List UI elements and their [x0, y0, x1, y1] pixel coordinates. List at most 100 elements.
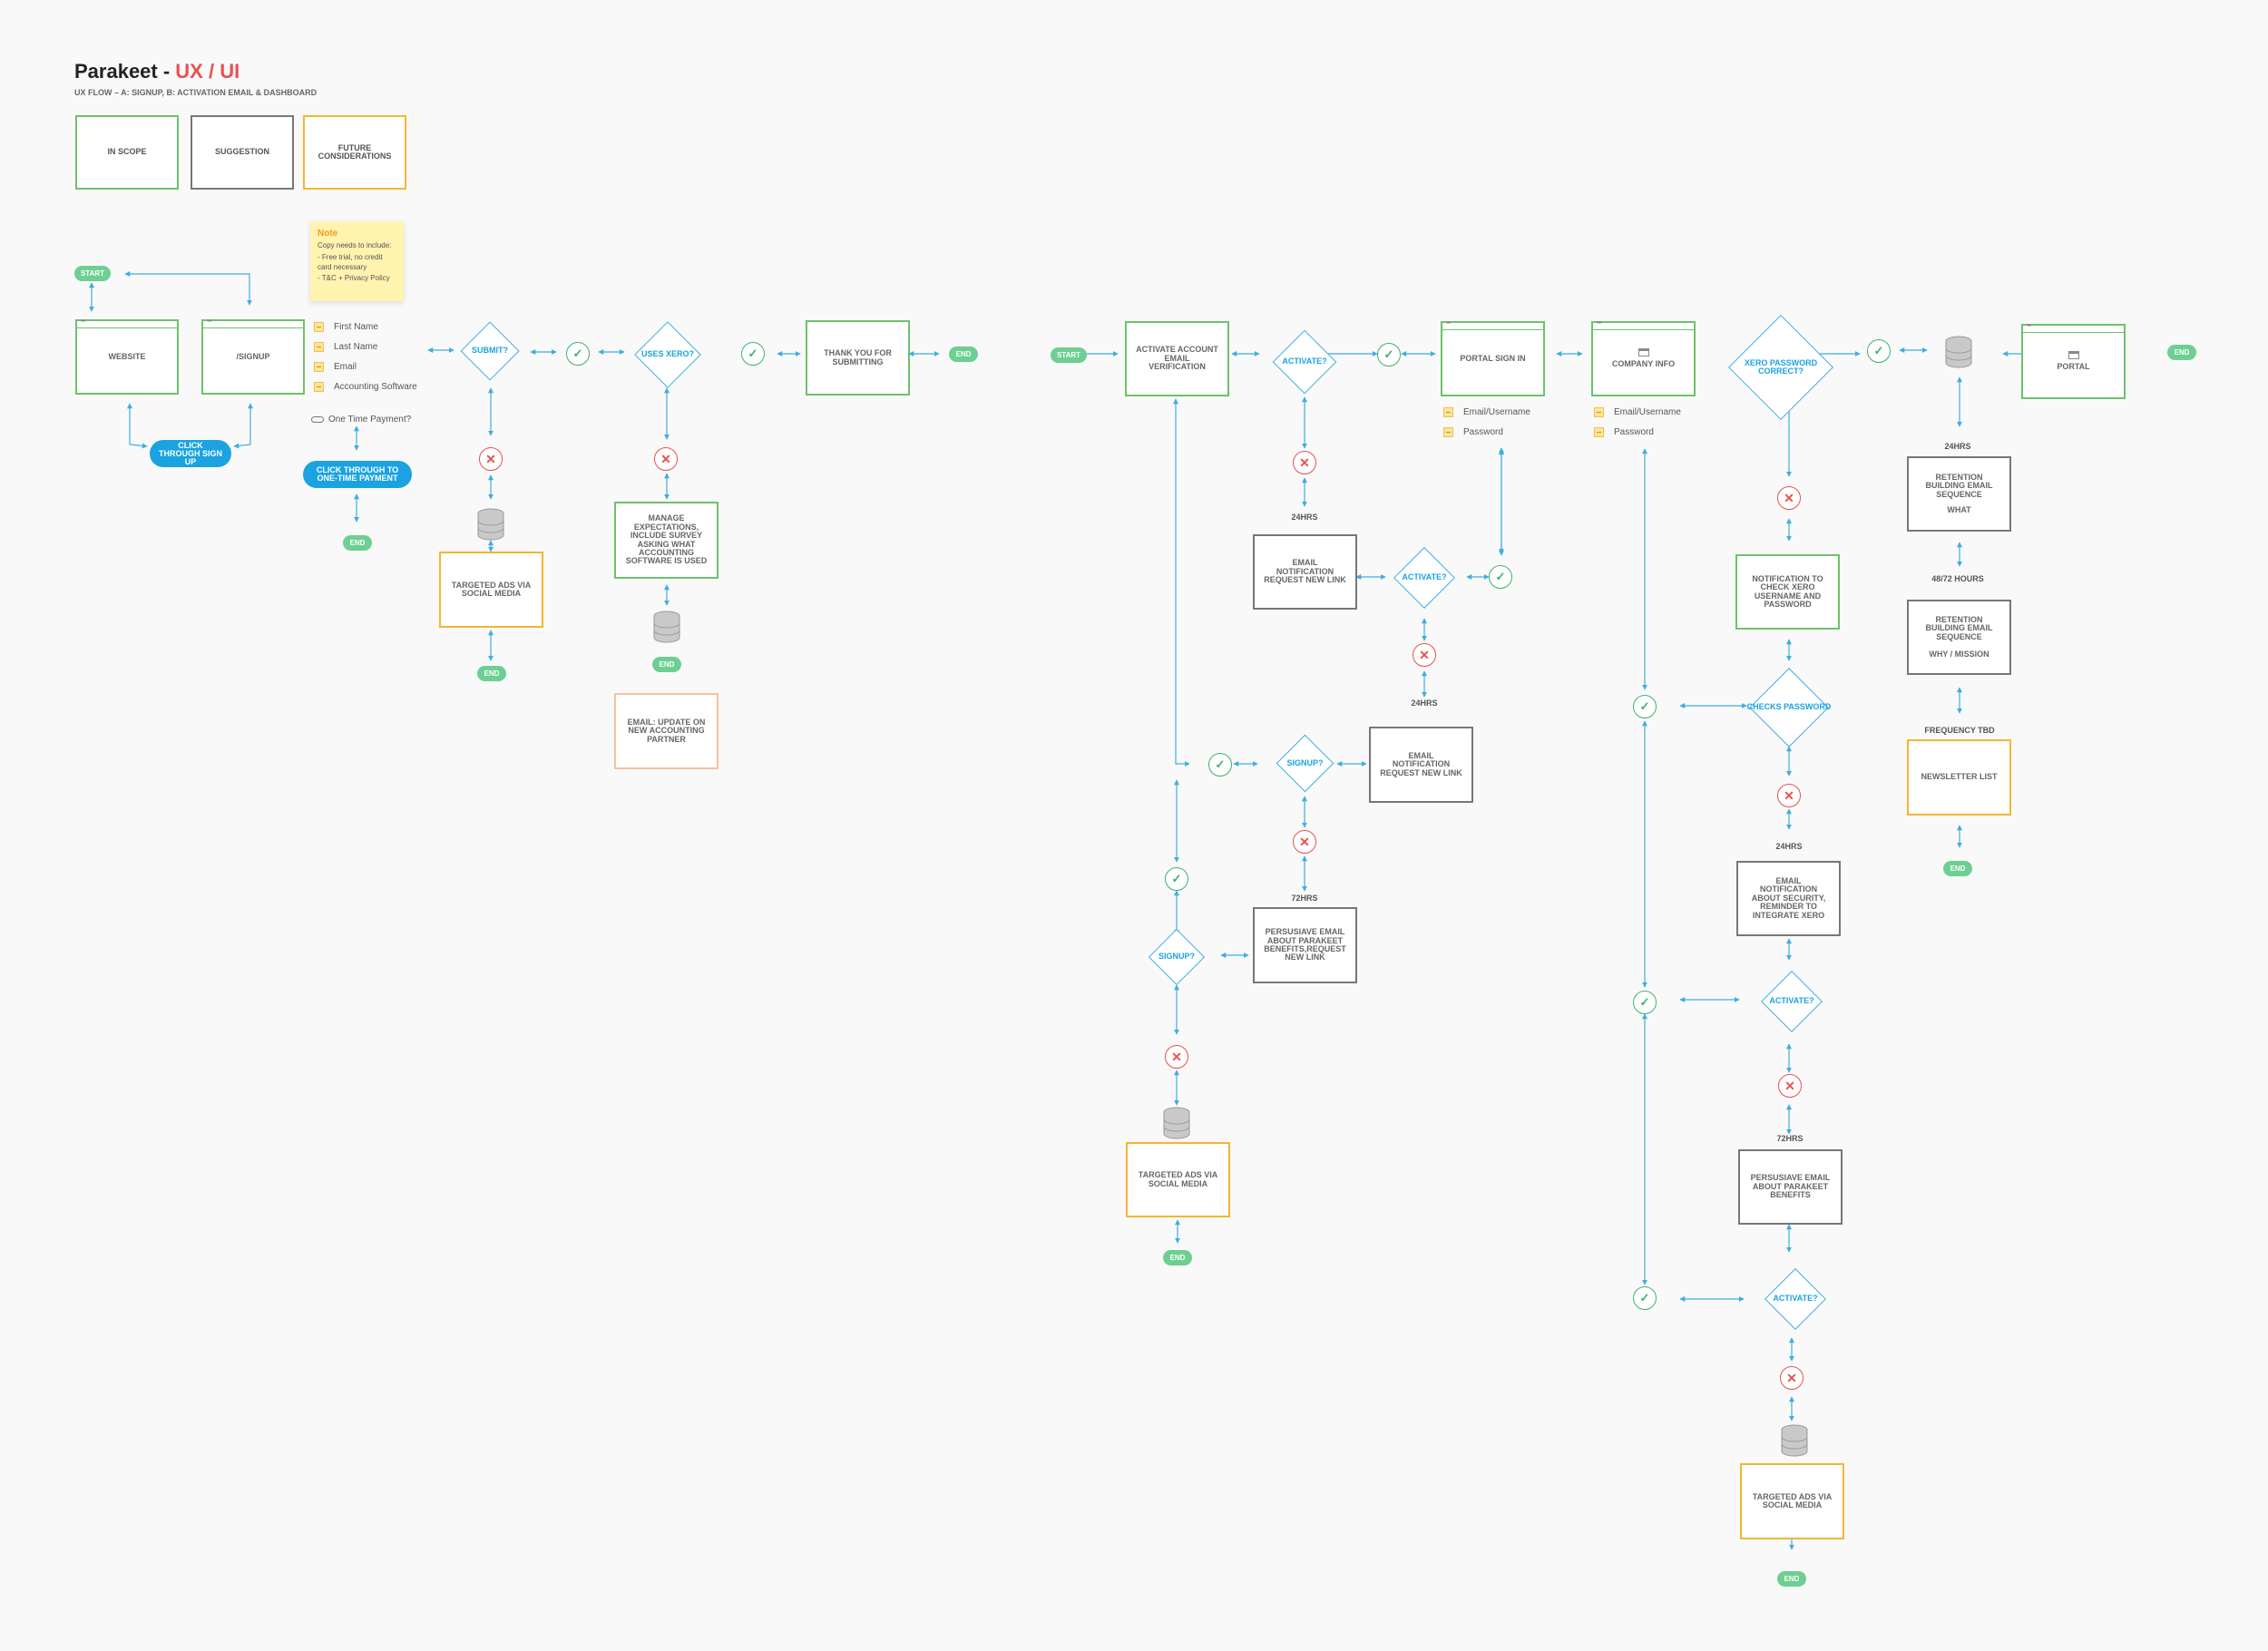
- link-icon: [311, 416, 324, 423]
- input-field-icon: [1443, 407, 1453, 417]
- page-title: Parakeet - UX / UI: [74, 60, 240, 83]
- cross-icon: ✕: [1780, 1366, 1804, 1390]
- company-field-password: Password: [1594, 427, 1654, 437]
- click-through-payment-button[interactable]: CLICK THROUGH TO ONE-TIME PAYMENT: [303, 461, 412, 488]
- thank-you-box: THANK YOU FOR SUBMITTING: [806, 320, 910, 396]
- end-pill-a: END: [949, 347, 978, 362]
- database-icon: [1163, 1107, 1190, 1139]
- decision-checks-password: CHECKS PASSWORD: [1747, 679, 1832, 736]
- decision-signup-1: SIGNUP?: [1285, 743, 1325, 784]
- delay-label: 48/72 HOURS: [1931, 574, 1984, 583]
- company-field-email: Email/Username: [1594, 407, 1681, 417]
- cross-icon: ✕: [654, 447, 678, 471]
- check-icon: ✓: [1867, 339, 1891, 363]
- persuasive-email-box-1: PERSUSIAVE EMAIL ABOUT PARAKEET BENEFITS…: [1253, 907, 1357, 983]
- portal-field-email: Email/Username: [1443, 407, 1530, 417]
- legend-in-scope: IN SCOPE: [75, 115, 179, 190]
- note-title: Note: [318, 229, 338, 239]
- cross-icon: ✕: [479, 447, 503, 471]
- input-field-icon: [314, 322, 324, 332]
- check-icon: ✓: [566, 342, 590, 366]
- signup-field-email: Email: [314, 362, 357, 372]
- retention-email-box-2: RETENTION BUILDING EMAIL SEQUENCE WHY / M…: [1907, 600, 2011, 675]
- end-pill-ads-b: END: [1163, 1250, 1192, 1265]
- decision-activate-2: ACTIVATE?: [1402, 556, 1446, 600]
- targeted-ads-box-b: TARGETED ADS VIA SOCIAL MEDIA: [1126, 1142, 1230, 1217]
- persuasive-email-box-2: PERSUSIAVE EMAIL ABOUT PARAKEET BENEFITS: [1738, 1149, 1843, 1225]
- newsletter-list-box: NEWSLETTER LIST: [1907, 739, 2011, 816]
- database-icon: [1945, 336, 1972, 368]
- decision-activate-3: ACTIVATE?: [1769, 980, 1813, 1023]
- decision-submit: SUBMIT?: [469, 330, 511, 372]
- database-icon: [653, 611, 680, 643]
- portal-screen: PORTAL: [2021, 323, 2126, 399]
- delay-label: 24HRS: [1944, 442, 1971, 451]
- check-icon: ✓: [741, 342, 765, 366]
- email-security-box: EMAIL NOTIFICATION ABOUT SECURITY, REMIN…: [1736, 861, 1841, 936]
- decision-xero-password-correct: XERO PASSWORD CORRECT?: [1744, 330, 1818, 405]
- click-through-signup-button[interactable]: CLICK THROUGH SIGN UP: [150, 440, 231, 467]
- check-icon: ✓: [1489, 565, 1512, 589]
- cross-icon: ✕: [1293, 830, 1316, 854]
- check-icon: ✓: [1633, 695, 1657, 718]
- decision-activate-4: ACTIVATE?: [1773, 1277, 1817, 1321]
- end-pill-ads-c: END: [1777, 1571, 1806, 1587]
- input-field-icon: [314, 362, 324, 372]
- check-icon: ✓: [1377, 343, 1401, 366]
- portal-sign-in-screen: PORTAL SIGN IN: [1441, 320, 1545, 396]
- retention-subtitle: WHY / MISSION: [1929, 649, 1989, 659]
- targeted-ads-box-c: TARGETED ADS VIA SOCIAL MEDIA: [1740, 1463, 1844, 1539]
- database-icon: [477, 508, 504, 541]
- website-screen: WEBSITE: [75, 318, 179, 395]
- manage-expectations-box: MANAGE EXPECTATIONS, INCLUDE SURVEY ASKI…: [614, 502, 719, 579]
- delay-label: 24HRS: [1775, 842, 1803, 851]
- cross-icon: ✕: [1293, 451, 1316, 474]
- cross-icon: ✕: [1778, 1074, 1802, 1098]
- end-pill-manage: END: [652, 657, 681, 672]
- sticky-note: Note Copy needs to include: - Free trial…: [310, 221, 404, 301]
- activate-account-box: ACTIVATE ACCOUNT EMAIL VERIFICATION: [1125, 321, 1229, 396]
- cross-icon: ✕: [1413, 643, 1436, 667]
- end-pill-b: END: [2167, 345, 2196, 360]
- delay-label: 24HRS: [1411, 698, 1438, 708]
- signup-screen: /SIGNUP: [201, 318, 305, 395]
- input-field-icon: [314, 382, 324, 392]
- end-pill-ads-a: END: [477, 666, 506, 681]
- window-icon: [2068, 351, 2079, 360]
- signup-field-first-name: First Name: [314, 322, 378, 332]
- decision-signup-2: SIGNUP?: [1157, 937, 1197, 977]
- delay-label: 24HRS: [1291, 513, 1318, 522]
- start-pill-b: START: [1051, 347, 1087, 363]
- check-icon: ✓: [1208, 753, 1232, 777]
- cross-icon: ✕: [1777, 784, 1801, 807]
- signup-field-accounting-software: Accounting Software: [314, 382, 417, 392]
- page-subtitle: UX FLOW – A: SIGNUP, B: ACTIVATION EMAIL…: [74, 88, 318, 97]
- window-icon: [1637, 348, 1649, 357]
- end-pill-payment: END: [343, 535, 372, 551]
- email-notification-box-1: EMAIL NOTIFICATION REQUEST NEW LINK: [1253, 534, 1357, 610]
- input-field-icon: [314, 342, 324, 352]
- email-notification-box-2: EMAIL NOTIFICATION REQUEST NEW LINK: [1369, 727, 1473, 803]
- check-icon: ✓: [1633, 1286, 1657, 1310]
- legend-suggestion: SUGGESTION: [191, 115, 294, 190]
- delay-label: 72HRS: [1776, 1134, 1804, 1143]
- company-info-screen: COMPANY INFO: [1591, 320, 1696, 396]
- input-field-icon: [1443, 427, 1453, 437]
- input-field-icon: [1594, 427, 1604, 437]
- cross-icon: ✕: [1777, 486, 1801, 510]
- retention-title: RETENTION BUILDING EMAIL SEQUENCE: [1925, 472, 1993, 499]
- delay-label: 72HRS: [1291, 894, 1318, 903]
- retention-title: RETENTION BUILDING EMAIL SEQUENCE: [1925, 614, 1993, 641]
- decision-activate-1: ACTIVATE?: [1282, 339, 1327, 385]
- targeted-ads-box-a: TARGETED ADS VIA SOCIAL MEDIA: [439, 552, 543, 628]
- note-item: - T&C + Privacy Policy: [318, 274, 390, 283]
- retention-subtitle: WHAT: [1947, 504, 1971, 514]
- legend-future-considerations: FUTURE CONSIDERATIONS: [303, 115, 406, 190]
- decision-uses-xero: USES XERO?: [641, 331, 694, 378]
- one-time-payment-link: One Time Payment?: [311, 415, 411, 425]
- email-update-box: EMAIL: UPDATE ON NEW ACCOUNTING PARTNER: [614, 693, 719, 769]
- end-pill-newsletter: END: [1943, 861, 1972, 876]
- notification-check-xero-box: NOTIFICATION TO CHECK XERO USERNAME AND …: [1735, 554, 1840, 630]
- input-field-icon: [1594, 407, 1604, 417]
